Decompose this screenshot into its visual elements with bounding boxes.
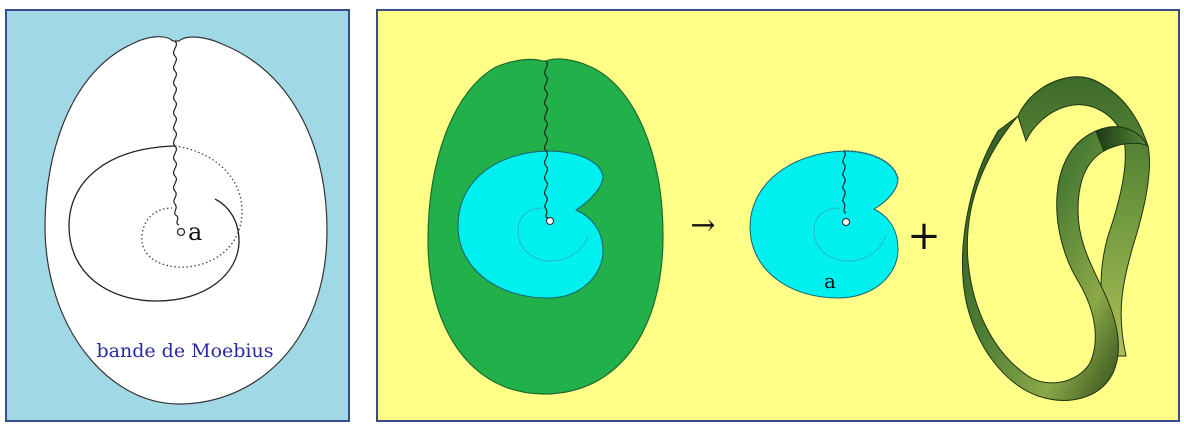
band-label: bande de Moebius (97, 340, 274, 362)
right-diagram: → a + (378, 11, 1180, 422)
plus-sign: + (907, 213, 941, 259)
moebius-strip (963, 77, 1150, 401)
disc-center-point (547, 218, 554, 225)
left-panel: a bande de Moebius (5, 9, 350, 422)
right-panel: → a + (376, 9, 1180, 422)
point-label: a (188, 218, 202, 246)
left-diagram: a bande de Moebius (7, 11, 350, 422)
piece-center-point (843, 219, 850, 226)
moebius-band-back (1018, 77, 1149, 356)
piece-label: a (824, 269, 836, 293)
arrow: → (690, 208, 715, 243)
center-point (178, 229, 185, 236)
moebius-band-front (963, 116, 1119, 400)
